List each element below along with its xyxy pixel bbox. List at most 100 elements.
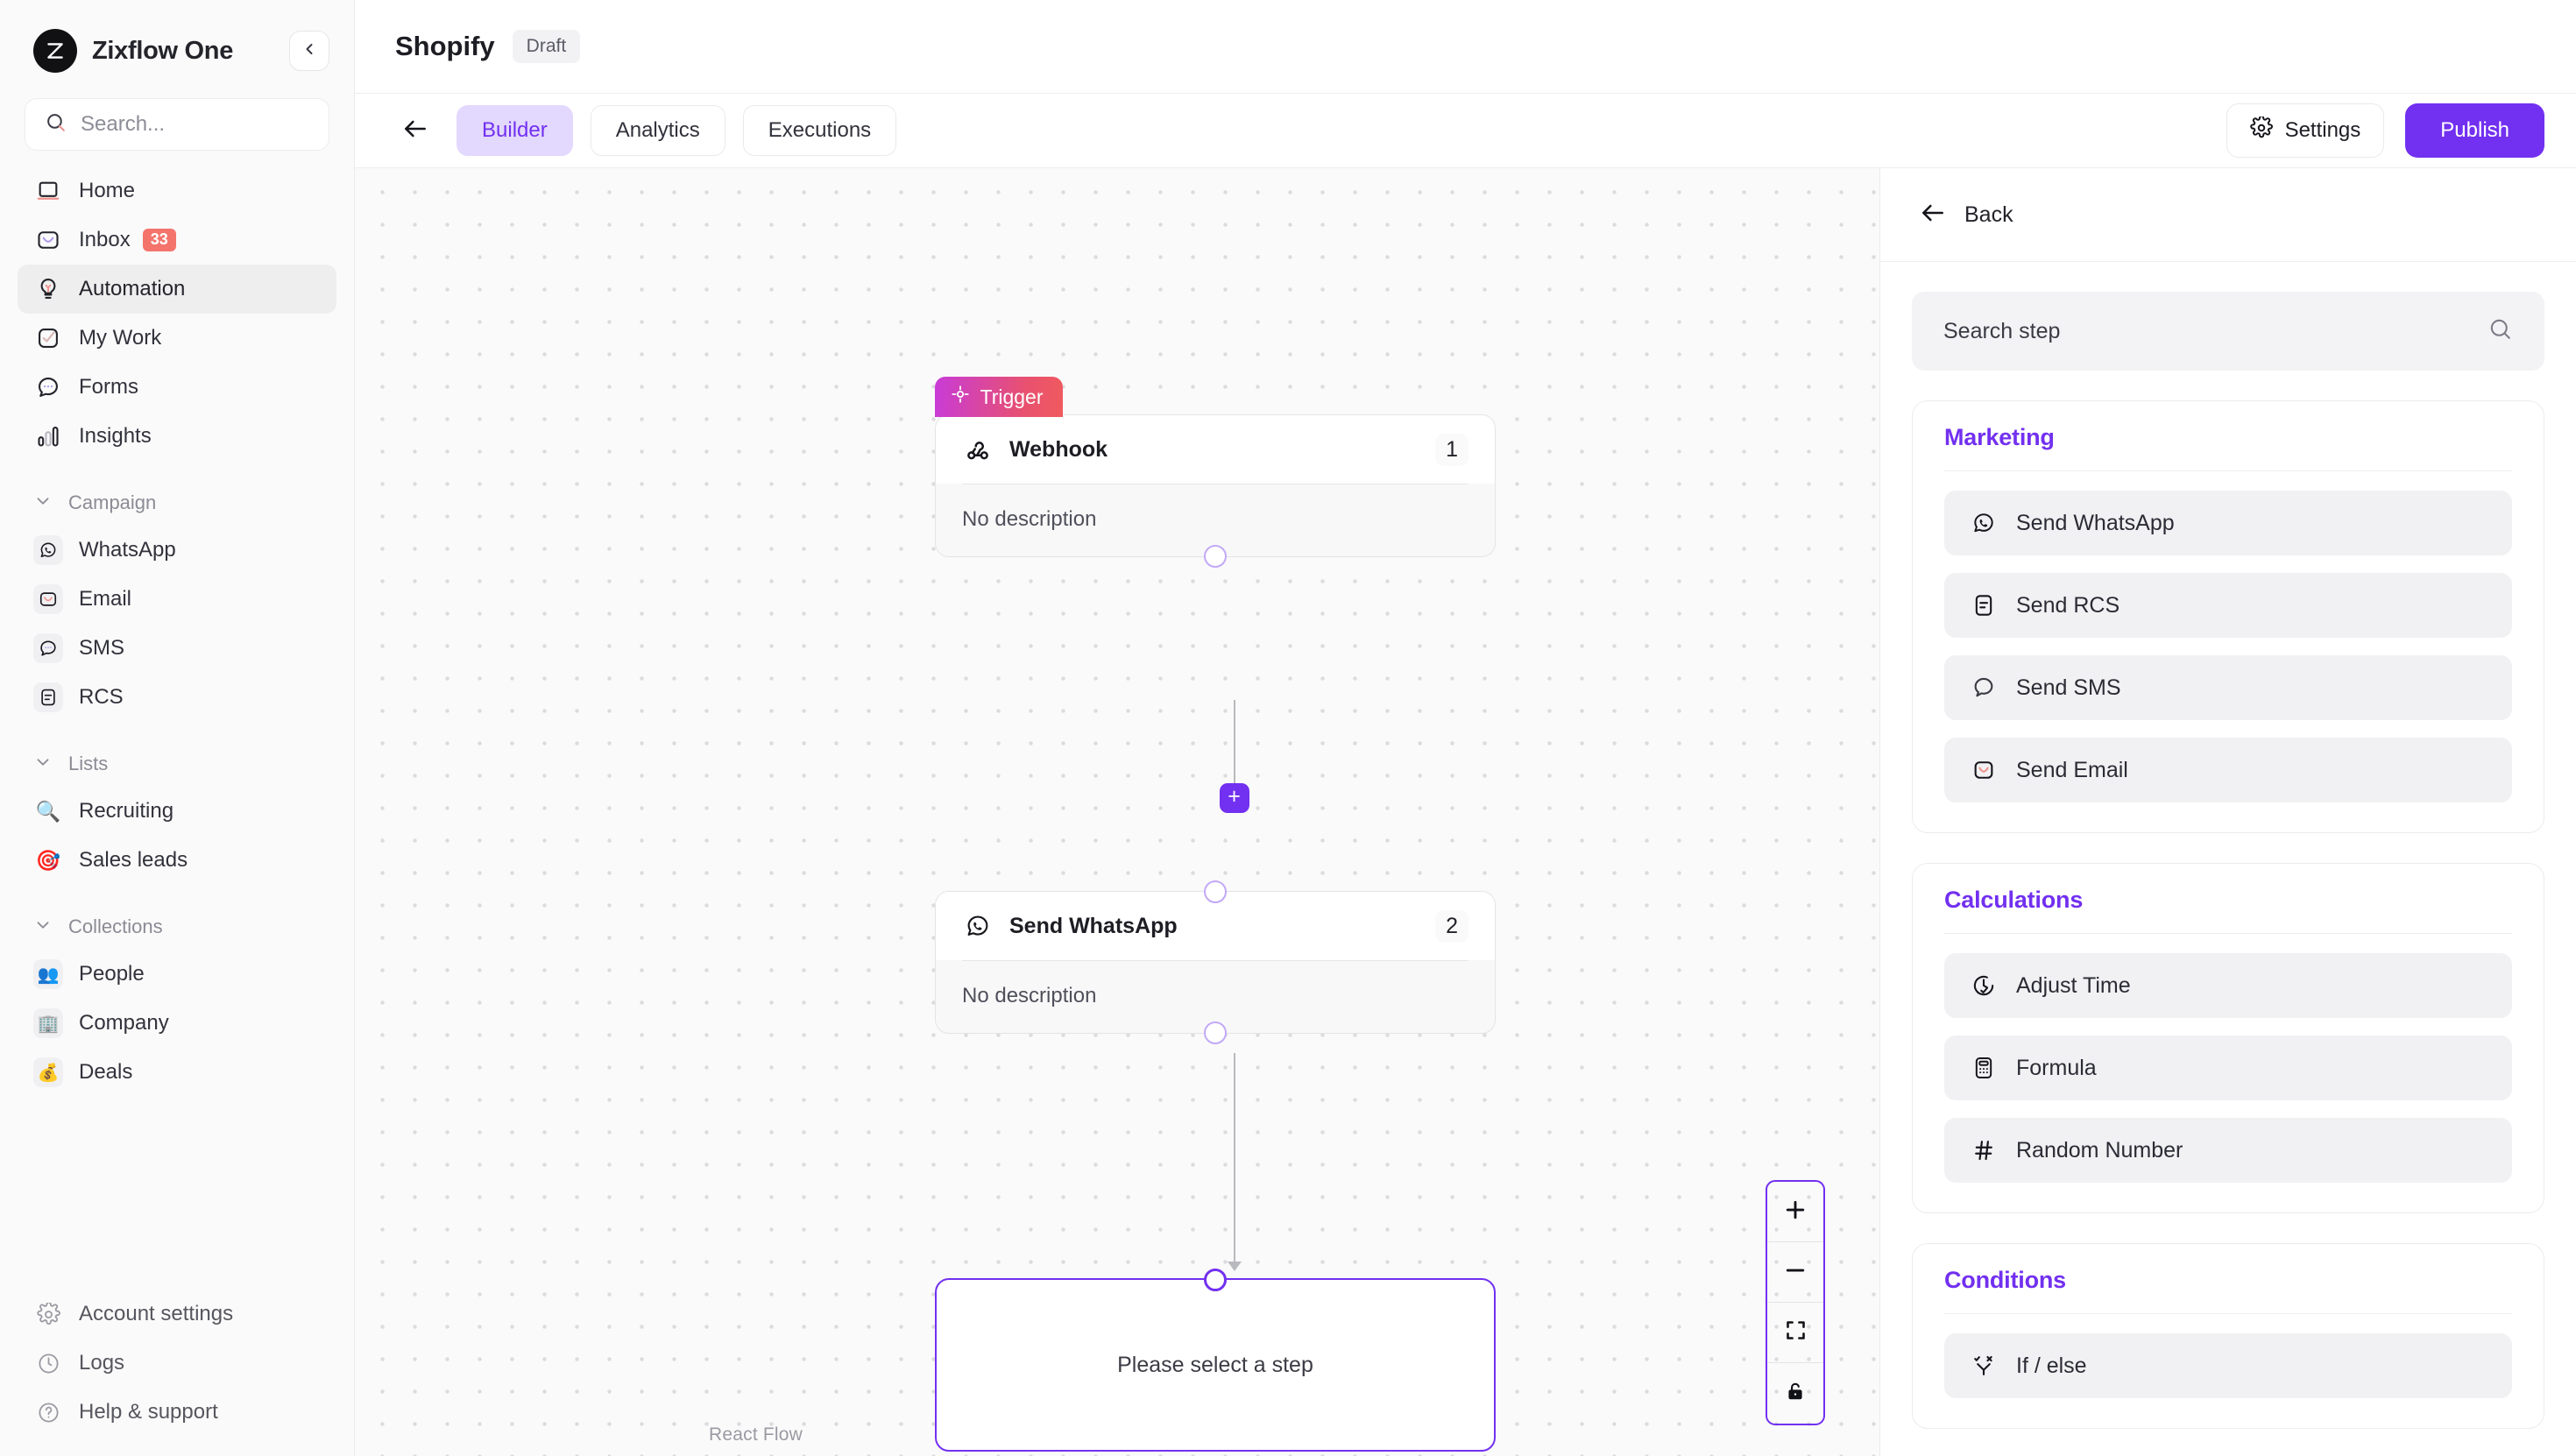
sidebar-item-label: People — [79, 962, 145, 986]
sidebar-item-account-settings[interactable]: Account settings — [18, 1290, 336, 1339]
app-logo — [33, 29, 77, 73]
step-label: Send SMS — [2016, 675, 2121, 700]
sms-bubble-icon — [1969, 673, 1999, 703]
category-marketing: Marketing Send WhatsApp — [1912, 400, 2544, 833]
sidebar-item-logs[interactable]: Logs — [18, 1339, 336, 1388]
brand-row: Zixflow One — [0, 0, 354, 81]
check-square-icon — [33, 323, 63, 353]
step-if-else[interactable]: If / else — [1944, 1333, 2512, 1398]
flow-node-header: Webhook 1 — [936, 415, 1495, 484]
sidebar-group-label: Lists — [68, 753, 109, 774]
tab-executions[interactable]: Executions — [742, 105, 897, 156]
magnifier-emoji-icon: 🔍 — [35, 799, 61, 823]
sidebar-collapse-button[interactable] — [289, 31, 329, 71]
sidebar-item-label: Email — [79, 587, 132, 611]
fit-view-icon — [1784, 1318, 1808, 1346]
search-icon — [45, 111, 67, 138]
sidebar-item-recruiting[interactable]: 🔍 Recruiting — [18, 787, 336, 836]
sidebar-item-email[interactable]: Email — [18, 575, 336, 624]
sidebar-group-campaign[interactable]: Campaign — [18, 484, 336, 522]
question-circle-icon — [33, 1397, 63, 1427]
sidebar-item-label: Sales leads — [79, 848, 188, 872]
panel-back-button[interactable]: Back — [1880, 168, 2576, 262]
hash-icon — [1969, 1135, 1999, 1165]
sidebar-group-collections[interactable]: Collections — [18, 908, 336, 946]
sidebar-item-sms[interactable]: SMS — [18, 624, 336, 673]
chat-dots-icon — [33, 372, 63, 402]
step-adjust-time[interactable]: Adjust Time — [1944, 953, 2512, 1018]
money-emoji-icon: 💰 — [33, 1057, 63, 1087]
building-emoji-icon: 🏢 — [33, 1008, 63, 1038]
fit-view-button[interactable] — [1767, 1303, 1823, 1363]
topbar-actions: Settings Publish — [2226, 103, 2544, 158]
workflow-topbar: Shopify Draft — [355, 0, 2576, 94]
sidebar-item-label: Company — [79, 1011, 169, 1035]
category-conditions: Conditions If / else — [1912, 1243, 2544, 1429]
node-input-handle[interactable] — [1204, 1269, 1227, 1291]
flow-node-send-whatsapp[interactable]: Send WhatsApp 2 No description — [935, 880, 1496, 1044]
sidebar-item-automation[interactable]: Automation — [18, 265, 336, 314]
node-output-handle[interactable] — [1204, 545, 1227, 568]
step-send-email[interactable]: Send Email — [1944, 738, 2512, 802]
sidebar-item-inbox[interactable]: Inbox 33 — [18, 216, 336, 265]
flow-edge-arrow-icon — [1227, 1262, 1242, 1271]
flow-node-header: Send WhatsApp 2 — [936, 892, 1495, 960]
flow-node-webhook[interactable]: Trigger Webhook 1 No description — [934, 377, 1496, 568]
category-divider — [1944, 933, 2512, 934]
sidebar-search-input[interactable]: Search... — [25, 98, 329, 151]
sidebar-item-rcs[interactable]: RCS — [18, 673, 336, 722]
sidebar-item-people[interactable]: 👥 People — [18, 950, 336, 999]
chevron-left-icon — [301, 40, 318, 62]
sidebar-item-company[interactable]: 🏢 Company — [18, 999, 336, 1048]
main-area: Shopify Draft Builder Analytics Executio… — [355, 0, 2576, 1456]
sms-bubble-icon — [33, 633, 63, 663]
sidebar-item-my-work[interactable]: My Work — [18, 314, 336, 363]
settings-button-label: Settings — [2284, 118, 2361, 142]
envelope-icon — [1969, 755, 1999, 785]
toggle-interactivity-button[interactable] — [1767, 1363, 1823, 1424]
category-divider — [1944, 1313, 2512, 1314]
sidebar-item-sales-leads[interactable]: 🎯 Sales leads — [18, 836, 336, 885]
sidebar-item-insights[interactable]: Insights — [18, 412, 336, 461]
step-label: Send Email — [2016, 757, 2128, 782]
inbox-icon — [33, 225, 63, 255]
sidebar-item-label: Recruiting — [79, 799, 174, 823]
sidebar-item-forms[interactable]: Forms — [18, 363, 336, 412]
sidebar-item-deals[interactable]: 💰 Deals — [18, 1048, 336, 1097]
clock-check-icon — [1969, 971, 1999, 1000]
node-output-handle[interactable] — [1204, 1021, 1227, 1044]
sidebar-item-label: Automation — [79, 277, 186, 300]
home-icon — [33, 176, 63, 206]
sidebar-item-whatsapp[interactable]: WhatsApp — [18, 526, 336, 575]
step-label: Send WhatsApp — [2016, 510, 2175, 535]
sidebar-item-home[interactable]: Home — [18, 166, 336, 216]
webhook-icon — [962, 434, 994, 465]
step-label: If / else — [2016, 1353, 2087, 1378]
sidebar-item-help-support[interactable]: Help & support — [18, 1388, 336, 1437]
zoom-in-button[interactable] — [1767, 1182, 1823, 1242]
settings-button[interactable]: Settings — [2226, 103, 2385, 158]
step-random-number[interactable]: Random Number — [1944, 1118, 2512, 1183]
node-input-handle[interactable] — [1204, 880, 1227, 903]
sidebar-item-label: Logs — [79, 1351, 125, 1375]
plus-icon — [1782, 1197, 1808, 1227]
tab-analytics[interactable]: Analytics — [590, 105, 725, 156]
sidebar-footer: Account settings Logs Help & support — [0, 1290, 354, 1456]
step-library-panel: Back Search step Marketing — [1879, 168, 2576, 1456]
publish-button[interactable]: Publish — [2405, 103, 2544, 158]
flow-node-placeholder[interactable]: Please select a step — [935, 1269, 1496, 1452]
back-button[interactable] — [395, 110, 435, 151]
sidebar-group-lists[interactable]: Lists — [18, 745, 336, 783]
search-step-input[interactable]: Search step — [1912, 292, 2544, 371]
flow-canvas[interactable]: Trigger Webhook 1 No description — [355, 168, 1879, 1456]
step-send-sms[interactable]: Send SMS — [1944, 655, 2512, 720]
category-calculations: Calculations Adjust Time — [1912, 863, 2544, 1213]
step-formula[interactable]: Formula — [1944, 1035, 2512, 1100]
step-send-whatsapp[interactable]: Send WhatsApp — [1944, 491, 2512, 555]
add-step-button[interactable]: + — [1219, 783, 1249, 813]
zoom-out-button[interactable] — [1767, 1242, 1823, 1303]
tab-builder[interactable]: Builder — [456, 105, 573, 156]
step-send-rcs[interactable]: Send RCS — [1944, 573, 2512, 638]
category-title: Calculations — [1944, 887, 2084, 913]
sidebar-group-label: Campaign — [68, 491, 157, 513]
